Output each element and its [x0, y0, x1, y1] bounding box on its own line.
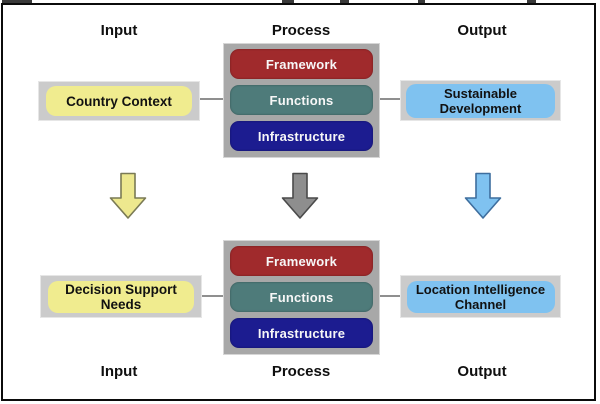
connector-input-process-bottom [202, 295, 223, 297]
column-header-input-top: Input [100, 22, 138, 39]
output-box-holder-top: Sustainable Development [400, 80, 561, 121]
down-arrow-gray-icon [281, 172, 319, 219]
process-panel-bottom: Framework Functions Infrastructure [223, 240, 380, 355]
process-item-functions-bottom: Functions [230, 282, 373, 312]
column-header-process-top: Process [271, 22, 331, 39]
process-item-infrastructure-bottom: Infrastructure [230, 318, 373, 348]
process-item-framework-bottom: Framework [230, 246, 373, 276]
connector-process-output-bottom [380, 295, 400, 297]
input-box-holder-top: Country Context [38, 81, 200, 121]
diagram-frame [1, 3, 596, 401]
caption-fragment [418, 0, 425, 3]
connector-process-output-top [380, 98, 400, 100]
process-panel-top: Framework Functions Infrastructure [223, 43, 380, 158]
process-item-framework-top: Framework [230, 49, 373, 79]
column-header-process-bottom: Process [271, 363, 331, 380]
connector-input-process-top [200, 98, 223, 100]
country-context-box: Country Context [46, 86, 192, 116]
location-intelligence-channel-box: Location Intelligence Channel [406, 280, 555, 313]
process-item-infrastructure-top: Infrastructure [230, 121, 373, 151]
down-arrow-blue-icon [464, 172, 502, 219]
input-box-holder-bottom: Decision Support Needs [40, 275, 202, 318]
column-header-output-top: Output [457, 22, 507, 39]
column-header-input-bottom: Input [100, 363, 138, 380]
column-header-output-bottom: Output [457, 363, 507, 380]
caption-fragment [340, 0, 349, 3]
caption-fragment [527, 0, 536, 3]
down-arrow-yellow-shape [109, 172, 147, 219]
caption-fragment [282, 0, 294, 3]
sustainable-development-box: Sustainable Development [406, 83, 555, 118]
decision-support-needs-box: Decision Support Needs [48, 280, 194, 313]
down-arrow-blue-shape [464, 172, 502, 219]
down-arrow-yellow-icon [109, 172, 147, 219]
output-box-holder-bottom: Location Intelligence Channel [400, 275, 561, 318]
process-item-functions-top: Functions [230, 85, 373, 115]
caption-fragment [2, 0, 32, 3]
down-arrow-gray-shape [281, 172, 319, 219]
